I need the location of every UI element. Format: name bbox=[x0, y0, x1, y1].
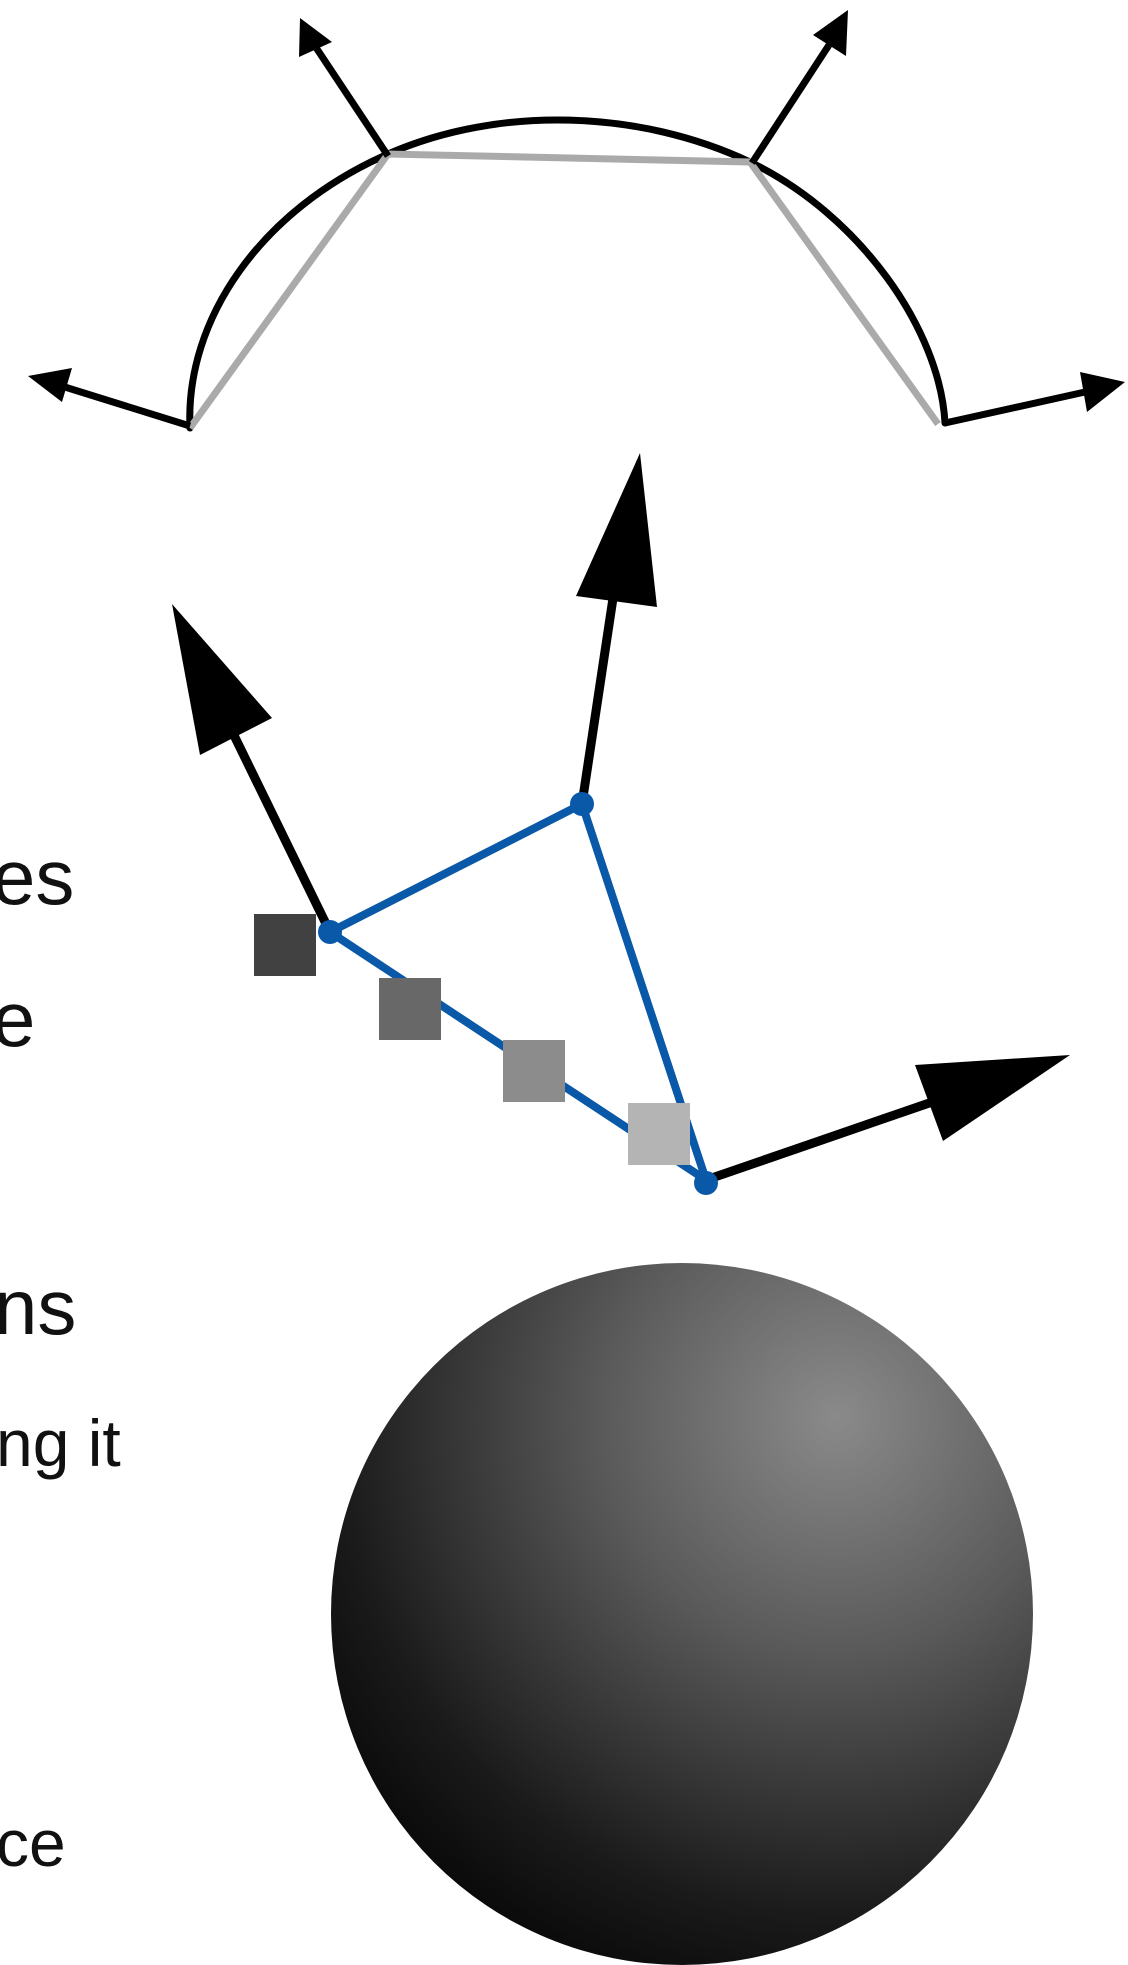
text-fragment-3: ns bbox=[0, 1263, 77, 1351]
vertex-dot-left bbox=[318, 920, 342, 944]
text-fragment-4: ng it bbox=[0, 1406, 121, 1480]
curve-normal-arrow-2 bbox=[299, 18, 391, 158]
curve-figure bbox=[28, 10, 1125, 432]
vertex-normal-arrow-top bbox=[576, 453, 657, 805]
text-fragment-2: e bbox=[0, 975, 36, 1063]
curve-normal-arrow-1 bbox=[28, 368, 192, 430]
shade-square-3 bbox=[503, 1040, 565, 1102]
vertex-normal-arrow-bottom bbox=[704, 1055, 1070, 1185]
chord-polyline bbox=[187, 150, 941, 431]
triangle-figure bbox=[172, 453, 1070, 1195]
vertex-dot-bottom bbox=[694, 1171, 718, 1195]
curve-arc bbox=[186, 116, 949, 432]
curve-normal-arrow-4 bbox=[944, 372, 1125, 427]
shade-square-2 bbox=[379, 978, 441, 1040]
shade-square-4 bbox=[628, 1103, 690, 1165]
vertex-normal-arrow-left bbox=[172, 604, 335, 934]
shade-square-1 bbox=[254, 914, 316, 976]
shaded-sphere bbox=[331, 1263, 1033, 1965]
vertex-dot-top bbox=[570, 792, 594, 816]
curve-normal-arrow-3 bbox=[749, 10, 848, 165]
text-fragment-5: ce bbox=[0, 1806, 66, 1880]
text-fragment-1: es bbox=[0, 833, 75, 921]
